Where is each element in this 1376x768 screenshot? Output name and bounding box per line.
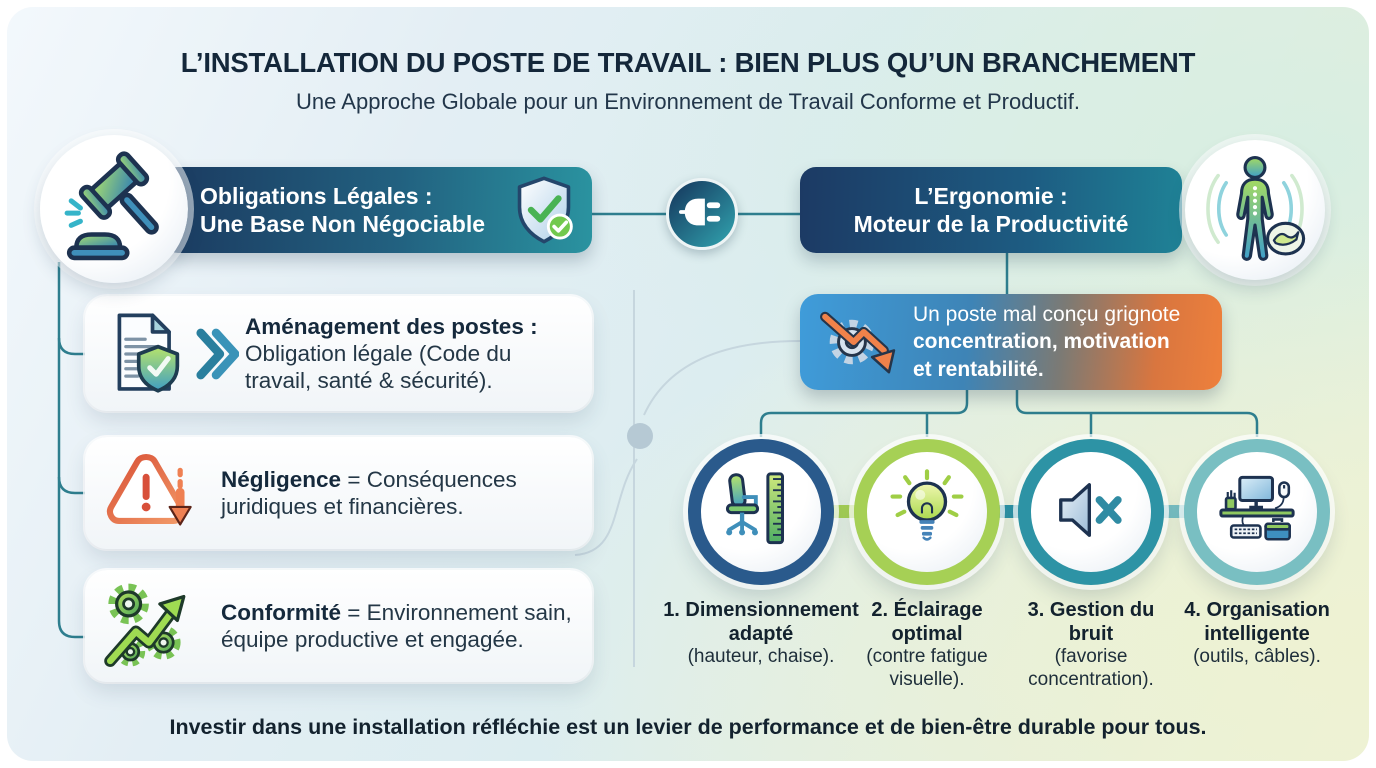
card-amenagement: Aménagement des postes :Obligation légal… (85, 296, 592, 411)
ergonomics-banner-title: L’Ergonomie : Moteur de la Productivité (853, 182, 1129, 237)
card-conformite: Conformité = Environnement sain, équipe … (85, 570, 592, 682)
warning-arrow-icon (99, 445, 195, 541)
factor-circle-eclairage (854, 439, 1000, 585)
card-conformite-text: Conformité = Environnement sain, équipe … (221, 600, 572, 652)
gavel-icon (58, 150, 170, 268)
legal-banner-title: Obligations Légales : Une Base Non Négoc… (200, 182, 486, 237)
gear-decline-icon (814, 299, 900, 385)
footer-statement: Investir dans une installation réfléchie… (169, 715, 1207, 739)
gears-growth-icon (99, 578, 195, 674)
speaker-mute-icon (1049, 468, 1133, 557)
callout-card: Un poste mal conçu grignote concentratio… (800, 294, 1222, 390)
factor-label-organisation: 4. Organisation intelligente (outils, câ… (1184, 599, 1330, 668)
factor-label-dimensionnement: 1. Dimensionnement adapté (hauteur, chai… (663, 599, 859, 668)
double-chevron-icon (195, 323, 239, 385)
circle-link (825, 505, 863, 518)
plug-icon (679, 192, 725, 237)
page-subtitle: Une Approche Globale pour un Environneme… (296, 89, 1080, 114)
infographic-panel: L’INSTALLATION DU POSTE DE TRAVAIL : BIE… (7, 7, 1369, 761)
card-negligence-text: Négligence = Conséquences juridiques et … (221, 467, 517, 519)
factor-circle-dimensionnement (688, 439, 834, 585)
legal-section-banner: Obligations Légales : Une Base Non Négoc… (162, 167, 592, 253)
card-negligence: Négligence = Conséquences juridiques et … (85, 437, 592, 549)
factor-circle-bruit (1018, 439, 1164, 585)
human-posture-icon (1192, 145, 1318, 276)
document-shield-icon (99, 306, 195, 402)
callout-text: Un poste mal conçu grignote concentratio… (913, 303, 1181, 381)
ergonomics-section-banner: L’Ergonomie : Moteur de la Productivité (800, 167, 1182, 253)
chair-ruler-icon (718, 467, 804, 558)
factor-label-bruit: 3. Gestion du bruit (favorise concentrat… (1027, 599, 1155, 690)
desk-organization-icon (1214, 467, 1300, 558)
factor-circle-organisation (1184, 439, 1330, 585)
gavel-badge (40, 135, 188, 283)
lightbulb-icon (885, 468, 969, 557)
circle-link (992, 505, 1026, 518)
shield-check-icon (508, 174, 580, 246)
factor-label-eclairage: 2. Éclairage optimal (contre fatigue vis… (866, 599, 988, 690)
card-amenagement-text: Aménagement des postes :Obligation légal… (245, 314, 538, 393)
page-title: L’INSTALLATION DU POSTE DE TRAVAIL : BIE… (180, 47, 1196, 78)
plug-badge (666, 178, 738, 250)
posture-badge (1185, 140, 1325, 280)
